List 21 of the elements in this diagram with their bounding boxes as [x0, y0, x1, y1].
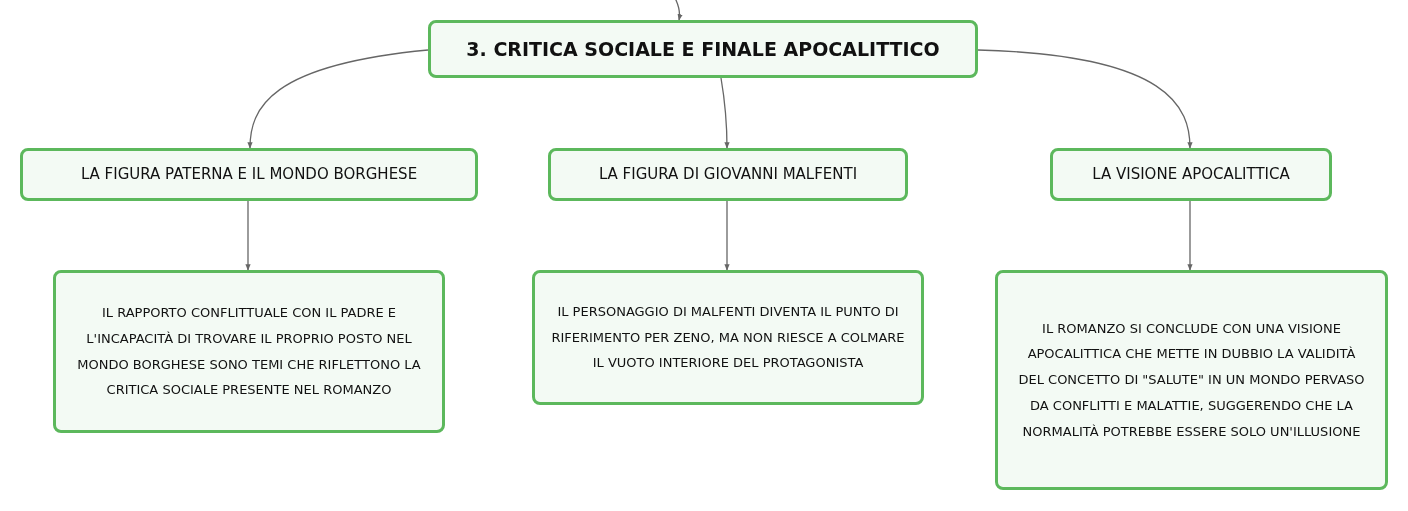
topic-box	[548, 148, 908, 201]
connector-arrow	[977, 49, 1193, 149]
node-text: IL PERSONAGGIO DI MALFENTI DIVENTA IL PUNTO DI RIFERIMENTO PER ZENO, MA NON RIESCE A COLMARE IL VUOTO INTERIORE DEL PROTAGONISTA	[551, 302, 905, 373]
connector-arrow	[724, 200, 730, 271]
node-text: LA FIGURA PATERNA E IL MONDO BORGHESE	[80, 164, 418, 185]
description-box	[532, 270, 924, 405]
node-text: LA VISIONE APOCALITTICA	[1092, 164, 1290, 185]
node-text: 3. CRITICA SOCIALE E FINALE APOCALITTICO	[466, 36, 940, 62]
description-box	[53, 270, 445, 433]
node-text: IL ROMANZO SI CONCLUDE CON UNA VISIONE APOCALITTICA CHE METTE IN DUBBIO LA VALIDITÀ DEL CONCETTO DI "SALUTE" IN UN MONDO PERVASO DA CONFLITTI E MALATTIE, SUGGERENDO CHE LA NORMALITÀ POTREBBE ESSERE SOLO UN'ILLUSIONE	[1017, 319, 1366, 441]
title-box	[428, 20, 978, 78]
node-text: IL RAPPORTO CONFLITTUALE CON IL PADRE E L'INCAPACITÀ DI TROVARE IL PROPRIO POSTO NEL MONDO BORGHESE SONO TEMI CHE RIFLETTONO LA CRITICA SOCIALE PRESENTE NEL ROMANZO	[76, 304, 422, 400]
connector-arrow	[720, 77, 730, 149]
description-box	[995, 270, 1388, 490]
connector-arrow	[245, 200, 251, 271]
connector-arrow	[1187, 200, 1193, 271]
node-text: LA FIGURA DI GIOVANNI MALFENTI	[598, 164, 858, 185]
topic-box	[20, 148, 478, 201]
connector-arrow	[247, 49, 429, 149]
topic-box	[1050, 148, 1332, 201]
connector-arrow	[674, 0, 683, 21]
